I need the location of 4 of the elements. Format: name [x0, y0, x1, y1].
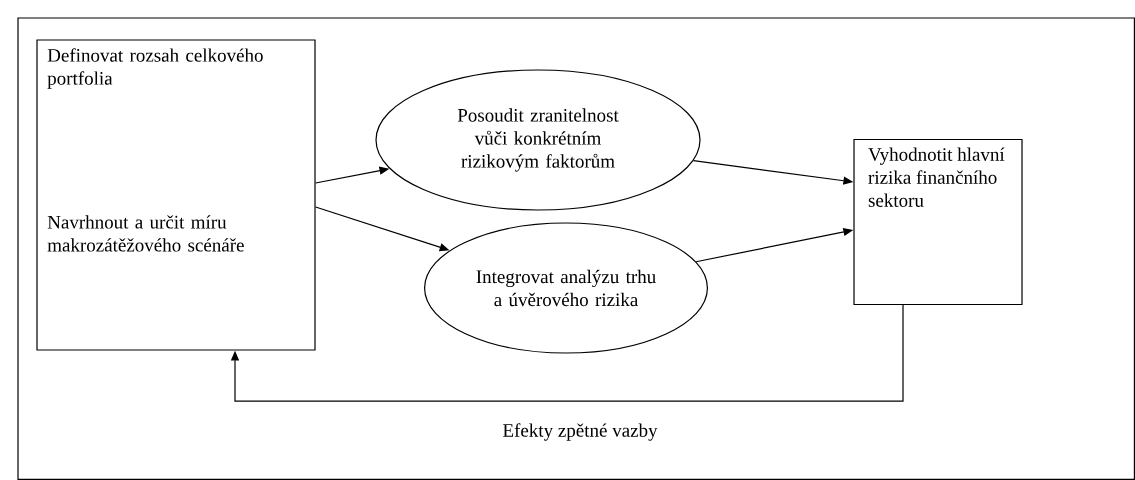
process-box: Definovat rozsah celkového portfolia Navrhnout a určit míru makrozátěžového scénáře	[36, 39, 316, 351]
arrow	[230, 304, 904, 402]
process-box: Vyhodnotit hlavní rizika finančního sektoru	[853, 138, 1023, 306]
edge-label: Efekty zpětné vazby	[500, 421, 660, 443]
